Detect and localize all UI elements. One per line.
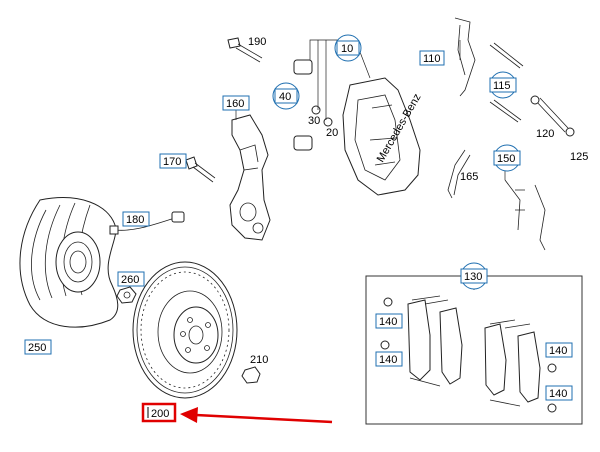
callout-190: 190	[248, 36, 266, 48]
callout-150-box	[493, 150, 521, 166]
clips	[447, 17, 546, 251]
caliper-bracket	[229, 114, 271, 241]
callout-170: 170	[163, 156, 181, 168]
callout-40-box	[274, 88, 298, 104]
callout-140-box-1	[375, 313, 403, 329]
callout-140-4: 140	[549, 388, 567, 400]
callout-120: 120	[536, 128, 554, 140]
callout-30: 30	[308, 115, 320, 127]
callout-130-box	[460, 268, 488, 284]
callout-110-box	[419, 50, 445, 66]
brake-disc	[132, 261, 238, 399]
callout-140-2: 140	[379, 354, 397, 366]
callout-140-3: 140	[549, 345, 567, 357]
callout-160: 160	[226, 98, 244, 110]
callout-200-highlight	[141, 402, 177, 423]
callout-110: 110	[423, 53, 441, 65]
callouts: 190 10 110 40 115 160 30 20 120 125 170 …	[24, 34, 588, 423]
hub-nuts	[116, 286, 261, 384]
callout-10-box	[336, 40, 360, 56]
callout-165: 165	[460, 171, 478, 183]
highlight-arrow	[180, 407, 333, 424]
wear-sensor	[109, 211, 185, 235]
callout-125: 125	[570, 151, 588, 163]
brake-caliper: Mercedes-Benz	[342, 77, 424, 196]
callout-180-box	[122, 211, 150, 227]
callout-140-box-4	[545, 385, 573, 401]
dust-shield	[19, 197, 119, 328]
callout-115-box	[489, 77, 517, 93]
callout-250: 250	[28, 342, 46, 354]
callout-260-box	[117, 271, 145, 287]
callout-40: 40	[279, 91, 291, 103]
callout-140-box-3	[545, 342, 573, 358]
callout-260: 260	[121, 274, 139, 286]
bolts	[185, 37, 575, 183]
callout-130: 130	[464, 271, 482, 283]
callout-170-box	[159, 153, 187, 169]
callout-10: 10	[341, 43, 353, 55]
callout-210: 210	[250, 354, 268, 366]
callout-115: 115	[493, 80, 511, 92]
callout-20: 20	[326, 127, 338, 139]
callout-150: 150	[497, 153, 515, 165]
callout-180: 180	[126, 214, 144, 226]
callout-140-box-2	[375, 351, 403, 367]
callout-140-1: 140	[379, 316, 397, 328]
callout-160-box	[222, 95, 250, 111]
callout-250-box	[24, 339, 52, 355]
callout-200: 200	[151, 408, 169, 420]
